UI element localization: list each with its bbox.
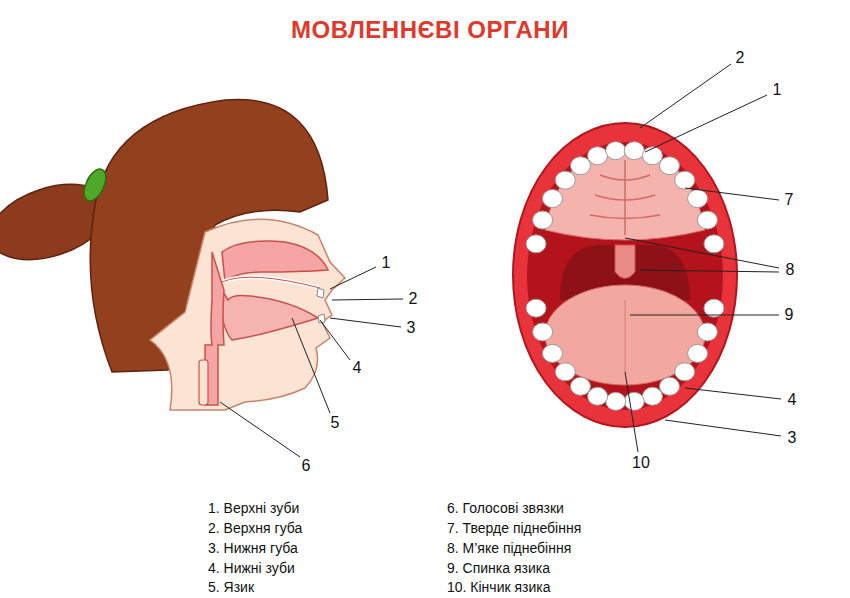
tooth [555,171,575,189]
tooth [704,235,724,253]
tooth [588,387,608,405]
callout-number: 1 [381,255,392,271]
key-item: 5. Язик [208,580,254,594]
callout-number: 8 [785,262,796,278]
tooth [606,392,626,410]
tooth [688,190,708,208]
tooth [675,171,695,189]
tooth [697,323,717,341]
tooth [675,363,695,381]
tooth [542,190,562,208]
tooth [533,211,553,229]
tooth [697,211,717,229]
key-item: 3. Нижня губа [208,541,298,555]
callout-number: 4 [352,360,363,376]
tooth [570,377,590,395]
teeth [526,142,724,411]
tooth [542,344,562,362]
key-item: 2. Верхня губа [208,521,302,535]
callout-number: 3 [406,320,417,336]
tooth [555,363,575,381]
tooth [533,323,553,341]
tooth [570,157,590,175]
leader-lines [220,64,781,457]
callout-number: 10 [631,455,651,471]
key-item: 1. Верхні зуби [208,501,299,515]
tooth [624,142,644,160]
open-mouth [513,123,737,427]
tooth [688,344,708,362]
callout-number: 3 [787,430,798,446]
head-profile [0,99,345,410]
callout-number: 7 [784,192,795,208]
title: МОВЛЕННЄВІ ОРГАНИ [291,16,569,44]
callout-number: 9 [784,307,795,323]
key-item: 7. Тверде піднебіння [447,521,581,535]
tooth [642,387,662,405]
tooth [526,235,546,253]
tooth [704,299,724,317]
callout-number: 6 [301,458,312,474]
tooth [660,157,680,175]
tooth [588,147,608,165]
callout-number: 2 [408,291,419,307]
callout-number: 5 [330,415,341,431]
tooth [624,392,644,410]
callout-number: 4 [787,392,798,408]
tooth [526,299,546,317]
tooth [642,147,662,165]
key-item: 8. М’яке піднебіння [447,541,571,555]
callout-number: 1 [772,82,783,98]
tooth [606,142,626,160]
key-item: 6. Голосові звязки [447,501,564,515]
callout-number: 2 [735,50,746,66]
key-item: 10. Кінчик язика [447,580,551,594]
key-item: 4. Нижні зуби [208,561,295,575]
key-item: 9. Спинка язика [447,561,550,575]
tooth [660,377,680,395]
